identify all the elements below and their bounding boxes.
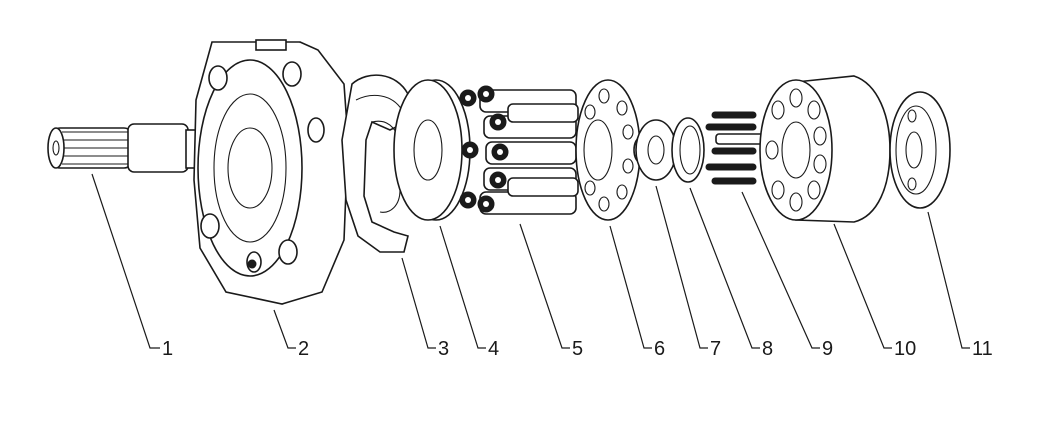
leader-9 [741,191,820,349]
leader-6 [609,225,652,349]
leader-4 [439,225,486,349]
callout-11: 11 [972,338,993,360]
callout-6: 6 [654,338,665,360]
callout-9: 9 [822,338,833,360]
leader-lines [91,173,970,349]
part-2-flange [193,39,349,305]
leader-1 [91,173,160,349]
part-11-end-plate [889,91,951,209]
part-10-cylinder-block [759,75,891,223]
part-4-retainer-plate [393,79,471,221]
callout-2: 2 [298,338,309,360]
part-7-spherical-bushing [635,119,677,181]
part-9-pins [705,111,765,185]
leader-10 [833,223,892,349]
part-5-pistons [459,85,579,215]
leader-11 [927,211,970,349]
callout-1: 1 [162,338,173,360]
leader-8 [689,187,760,349]
callout-5: 5 [572,338,583,360]
leader-2 [273,309,296,349]
callout-4: 4 [488,338,499,360]
callout-3: 3 [438,338,449,360]
part-8-ring [671,117,705,183]
leader-3 [401,257,436,349]
leader-5 [519,223,570,349]
callout-8: 8 [762,338,773,360]
callout-labels: 1 2 3 4 5 6 7 8 9 10 11 [162,338,993,360]
callout-7: 7 [710,338,721,360]
leader-7 [655,185,708,349]
callout-10: 10 [894,338,916,360]
